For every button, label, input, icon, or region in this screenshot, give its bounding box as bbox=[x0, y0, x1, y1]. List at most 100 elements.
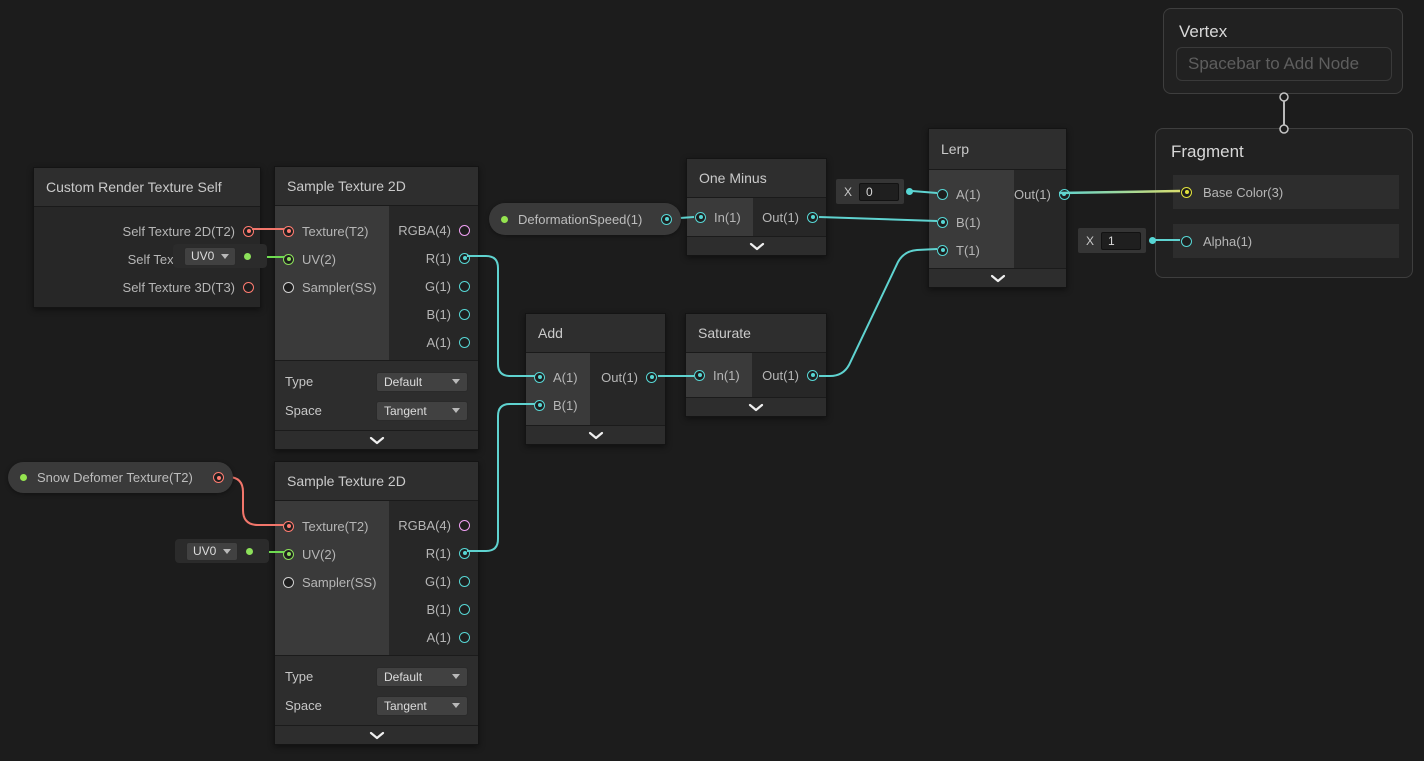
fragment-alpha-stub-dot-icon bbox=[1149, 237, 1156, 244]
b-output-port[interactable] bbox=[459, 308, 470, 320]
uv-connector-dot-icon bbox=[246, 547, 253, 555]
node-lerp[interactable]: Lerp A(1) B(1) T(1) Out(1) bbox=[928, 128, 1070, 288]
in-input-port[interactable] bbox=[694, 369, 705, 381]
type-dropdown[interactable]: Default bbox=[376, 371, 468, 392]
node-title[interactable]: Lerp bbox=[929, 129, 1066, 170]
self-texture-2d-output-port[interactable] bbox=[243, 225, 254, 237]
snow-deformer-output-port[interactable] bbox=[213, 472, 224, 483]
property-dot-icon bbox=[501, 215, 508, 223]
fragment-alpha-inline-field: X 1 bbox=[1078, 228, 1146, 253]
node-vertex[interactable]: Vertex Spacebar to Add Node bbox=[1163, 8, 1403, 94]
uv-input-port[interactable] bbox=[283, 253, 294, 265]
edge-r-to-add-b[interactable] bbox=[467, 403, 535, 552]
uv-channel-selector-top: UV0 bbox=[173, 244, 267, 268]
uv-channel-dropdown[interactable]: UV0 bbox=[186, 541, 238, 561]
node-title: Fragment bbox=[1171, 142, 1244, 161]
node-title[interactable]: Sample Texture 2D bbox=[275, 462, 478, 501]
node-add[interactable]: Add A(1) B(1) Out(1) bbox=[525, 313, 666, 445]
b-input-port[interactable] bbox=[937, 216, 948, 228]
space-dropdown[interactable]: Tangent bbox=[376, 695, 468, 716]
collapse-chevron-icon bbox=[749, 242, 764, 250]
uv-input-port[interactable] bbox=[283, 548, 294, 560]
out-output-port[interactable] bbox=[807, 369, 818, 381]
sampler-input-port[interactable] bbox=[283, 281, 294, 293]
t-input-port[interactable] bbox=[937, 244, 948, 256]
a-output-port[interactable] bbox=[459, 631, 470, 643]
node-title[interactable]: Sample Texture 2D bbox=[275, 167, 478, 206]
port-row-self-texture-2d: Self Texture 2D(T2) bbox=[34, 217, 260, 245]
uv-connector-dot-icon bbox=[244, 252, 251, 260]
collapse-toggle[interactable] bbox=[275, 430, 478, 449]
dropdown-arrow-icon bbox=[221, 253, 229, 259]
r-output-port[interactable] bbox=[459, 547, 470, 559]
node-fragment[interactable]: Fragment Base Color(3) Alpha(1) bbox=[1155, 128, 1413, 278]
rgba-output-port[interactable] bbox=[459, 224, 470, 236]
b-input-port[interactable] bbox=[534, 399, 545, 411]
dropdown-arrow-icon bbox=[223, 548, 231, 554]
edge-oneminus-to-lerp-b[interactable] bbox=[818, 216, 938, 222]
node-saturate[interactable]: Saturate In(1) Out(1) bbox=[685, 313, 827, 417]
node-sample-texture-2d-bottom[interactable]: Sample Texture 2D Texture(T2) UV(2) Samp… bbox=[274, 461, 479, 745]
r-output-port[interactable] bbox=[459, 252, 470, 264]
a-output-port[interactable] bbox=[459, 336, 470, 348]
dropdown-arrow-icon bbox=[452, 674, 460, 679]
collapse-chevron-icon bbox=[369, 731, 384, 739]
collapse-toggle[interactable] bbox=[687, 236, 826, 255]
edge-saturate-to-lerp-t[interactable] bbox=[819, 248, 938, 377]
collapse-toggle[interactable] bbox=[275, 725, 478, 744]
type-dropdown[interactable]: Default bbox=[376, 666, 468, 687]
g-output-port[interactable] bbox=[459, 575, 470, 587]
node-title[interactable]: Add bbox=[526, 314, 665, 353]
node-sample-texture-2d-top[interactable]: Sample Texture 2D Texture(T2) UV(2) Samp… bbox=[274, 166, 479, 450]
a-input-port[interactable] bbox=[937, 188, 948, 200]
g-output-port[interactable] bbox=[459, 280, 470, 292]
collapse-chevron-icon bbox=[990, 274, 1005, 282]
deformation-speed-output-port[interactable] bbox=[661, 213, 672, 225]
space-dropdown[interactable]: Tangent bbox=[376, 400, 468, 421]
out-output-port[interactable] bbox=[646, 371, 657, 383]
edge-snow-to-texture[interactable] bbox=[217, 476, 284, 526]
dropdown-arrow-icon bbox=[452, 703, 460, 708]
node-title[interactable]: Custom Render Texture Self bbox=[34, 168, 260, 207]
collapse-chevron-icon bbox=[369, 436, 384, 444]
b-output-port[interactable] bbox=[459, 603, 470, 615]
lerp-a-inline-field: X 0 bbox=[836, 179, 904, 204]
in-input-port[interactable] bbox=[695, 211, 706, 223]
dropdown-arrow-icon bbox=[452, 408, 460, 413]
self-texture-3d-output-port[interactable] bbox=[243, 281, 254, 293]
collapse-chevron-icon bbox=[748, 403, 764, 411]
node-title[interactable]: Saturate bbox=[686, 314, 826, 353]
alpha-block[interactable]: Alpha(1) bbox=[1173, 224, 1399, 258]
property-pill-deformation-speed[interactable]: DeformationSpeed(1) bbox=[489, 203, 681, 235]
out-output-port[interactable] bbox=[807, 211, 818, 223]
dropdown-arrow-icon bbox=[452, 379, 460, 384]
collapse-toggle[interactable] bbox=[686, 397, 826, 416]
sampler-input-port[interactable] bbox=[283, 576, 294, 588]
uv-channel-selector-bottom: UV0 bbox=[175, 539, 269, 563]
property-dot-icon bbox=[20, 474, 27, 481]
edge-lerp-to-basecolor[interactable] bbox=[1058, 189, 1181, 195]
collapse-toggle[interactable] bbox=[526, 425, 665, 444]
spacebar-add-node-hint[interactable]: Spacebar to Add Node bbox=[1176, 47, 1392, 81]
uv-channel-dropdown[interactable]: UV0 bbox=[184, 246, 236, 266]
fragment-alpha-value-input[interactable]: 1 bbox=[1101, 231, 1141, 250]
base-color-block[interactable]: Base Color(3) bbox=[1173, 175, 1399, 209]
texture-input-port[interactable] bbox=[283, 520, 294, 532]
alpha-input-port[interactable] bbox=[1181, 235, 1192, 247]
vertex-fragment-connector[interactable] bbox=[1279, 92, 1289, 134]
edge-x0-to-lerp-a[interactable] bbox=[911, 190, 938, 194]
node-custom-render-texture-self[interactable]: Custom Render Texture Self Self Texture … bbox=[33, 167, 261, 308]
texture-input-port[interactable] bbox=[283, 225, 294, 237]
property-pill-snow-deformer[interactable]: Snow Defomer Texture(T2) bbox=[8, 462, 233, 493]
collapse-toggle[interactable] bbox=[929, 268, 1066, 287]
collapse-chevron-icon bbox=[588, 431, 603, 439]
node-one-minus[interactable]: One Minus In(1) Out(1) bbox=[686, 158, 827, 256]
node-title[interactable]: One Minus bbox=[687, 159, 826, 198]
rgba-output-port[interactable] bbox=[459, 519, 470, 531]
edge-r-to-add-a[interactable] bbox=[467, 255, 535, 377]
lerp-a-stub-dot-icon bbox=[906, 188, 913, 195]
lerp-a-value-input[interactable]: 0 bbox=[859, 182, 899, 201]
base-color-input-port[interactable] bbox=[1181, 186, 1192, 198]
a-input-port[interactable] bbox=[534, 371, 545, 383]
